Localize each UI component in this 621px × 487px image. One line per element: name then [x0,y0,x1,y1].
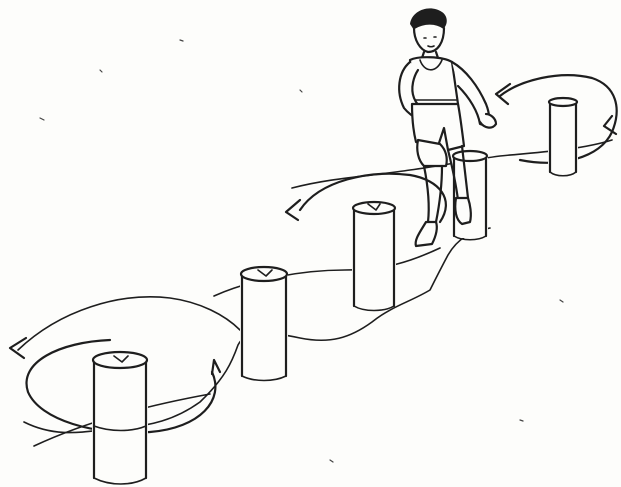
arrow-head-left-icon [286,200,300,220]
post-1 [92,352,148,484]
runner-head [410,8,447,52]
post-5 [548,98,578,176]
post-2 [240,267,288,381]
arrow-head-up-icon [212,360,220,374]
arrow-head-left-icon [10,338,26,358]
post-3 [352,202,396,311]
